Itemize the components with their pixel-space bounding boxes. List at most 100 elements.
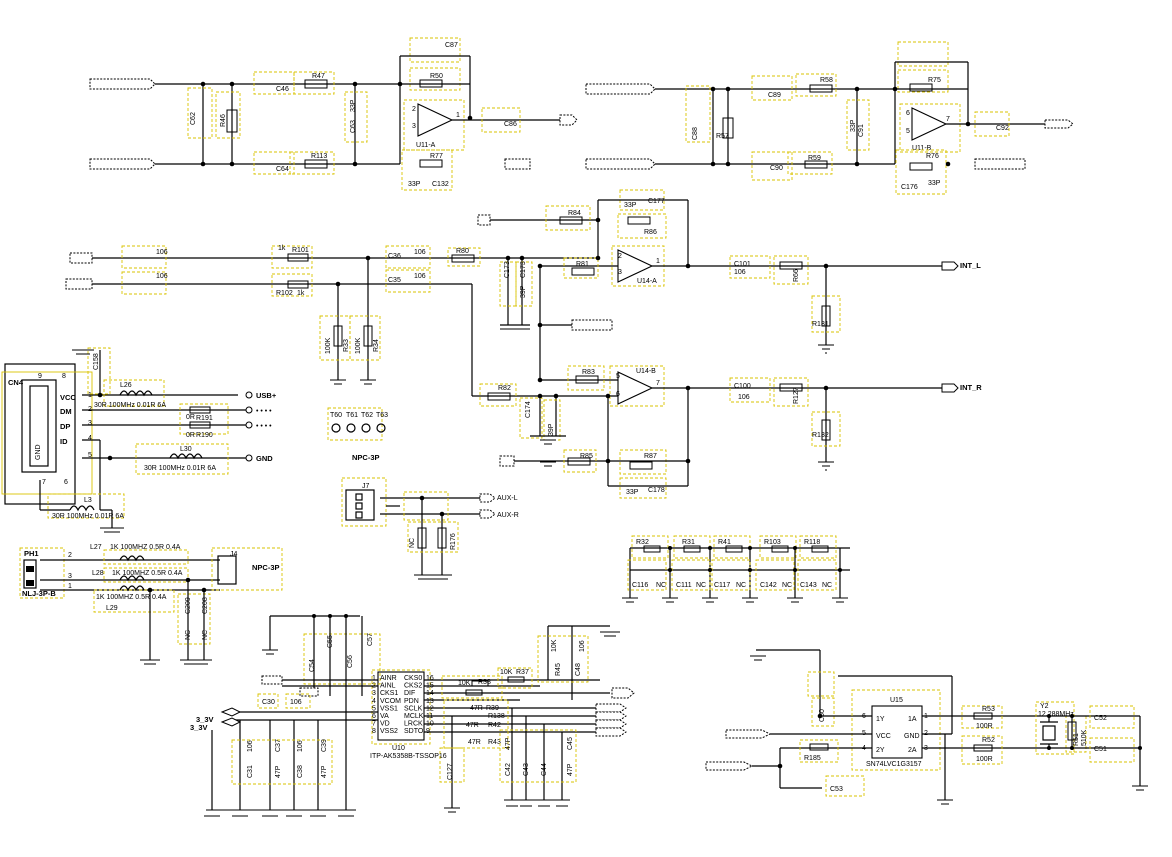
- c111-label: C111: [676, 582, 692, 589]
- svg-text:47P: 47P: [505, 737, 512, 750]
- svg-text:106: 106: [414, 273, 426, 280]
- u11b-ref-net[interactable]: [974, 158, 1026, 170]
- l30-label: L30: [180, 446, 192, 453]
- svg-text:C173: C173: [520, 261, 527, 278]
- c43-label: C43: [523, 763, 530, 776]
- rcv-l-ref-net[interactable]: [477, 214, 491, 226]
- tp61[interactable]: [346, 423, 356, 433]
- c208-label: C208: [202, 597, 209, 614]
- svg-text:106: 106: [738, 394, 750, 401]
- svg-text:GND: GND: [904, 733, 920, 740]
- ain-net-2[interactable]: [299, 687, 319, 697]
- u11b-label: U11-B: [912, 145, 932, 152]
- c174-label: C174: [525, 401, 532, 418]
- c91-label: C91: [858, 124, 865, 137]
- tp60[interactable]: [331, 423, 341, 433]
- sclk-net[interactable]: [595, 703, 627, 713]
- svg-text:6: 6: [862, 713, 866, 720]
- r77-label: R77: [430, 153, 443, 160]
- c178-value: 33P: [626, 489, 639, 496]
- c117-label: C117: [714, 582, 730, 589]
- svg-text:10K: 10K: [500, 669, 513, 676]
- u10-pin-number: 3: [372, 690, 376, 697]
- usb-plus-label: USB+: [256, 391, 277, 400]
- u14a-output-net[interactable]: [941, 261, 959, 271]
- u11a-filter-block: C62 R46 C46 R47 C64 R113 33P C63 C87 R50…: [89, 37, 578, 191]
- u11a-ref-net[interactable]: [504, 158, 531, 170]
- vref-net[interactable]: [571, 319, 613, 331]
- u10-pin-cks0: CKS0: [404, 675, 422, 682]
- c35-label: C35: [388, 277, 401, 284]
- u15-chip: [871, 705, 923, 759]
- cn4-usb-connector: CN4 9 8 1 2 3 4 5 7 6 VCC DM DP ID GND C…: [1, 347, 277, 533]
- svg-text:10K: 10K: [551, 639, 558, 652]
- c116-label: C116: [632, 582, 648, 589]
- r57-label: R57: [716, 133, 729, 140]
- r59-label: R59: [808, 155, 821, 162]
- u14b-opamp: [617, 371, 654, 405]
- lrck-net[interactable]: [595, 719, 627, 729]
- u10-pin-number: 12: [426, 705, 434, 712]
- svg-text:47R: 47R: [466, 722, 479, 729]
- r45-label: R45: [555, 663, 562, 676]
- tp63[interactable]: [376, 423, 386, 433]
- in-net-left-2[interactable]: [65, 278, 93, 290]
- vdd-net[interactable]: [725, 729, 772, 739]
- sel-net[interactable]: [705, 761, 754, 771]
- u14a-label: U14-A: [637, 278, 657, 285]
- c44-label: C44: [541, 763, 548, 776]
- u11b-output-net[interactable]: [1044, 119, 1074, 129]
- svg-text:5: 5: [906, 128, 910, 135]
- input-net-label-2[interactable]: [89, 158, 156, 170]
- net-3v-1[interactable]: [220, 707, 242, 717]
- r52-label: R52: [982, 737, 995, 744]
- c55-label: C55: [327, 635, 334, 648]
- c36-label: C36: [388, 253, 401, 260]
- u10-pin-number: 6: [372, 713, 376, 720]
- svg-text:NC: NC: [185, 630, 192, 640]
- svg-text:2: 2: [68, 552, 72, 559]
- u10-pin-dif: DIF: [404, 690, 415, 697]
- net-out-l[interactable]: INT_L: [960, 261, 981, 270]
- r31-label: R31: [682, 539, 695, 546]
- pdn-net[interactable]: [611, 687, 635, 699]
- in-net-left-1[interactable]: [69, 252, 93, 264]
- ph1-jack: [23, 559, 37, 589]
- aux-r-net[interactable]: [479, 509, 496, 519]
- l28-label: L28: [92, 570, 104, 577]
- l27-value: 1K 100MHZ 0.5R 0.4A: [110, 544, 181, 551]
- dp-terminal[interactable]: [245, 421, 253, 429]
- y2-value: 12.288MHz: [1038, 711, 1074, 718]
- ain-net-1[interactable]: [261, 675, 283, 685]
- usb-plus-terminal[interactable]: [245, 391, 253, 399]
- u14b-output-net[interactable]: [941, 383, 959, 393]
- svg-text:5: 5: [616, 373, 620, 380]
- r33-label: R33: [343, 339, 350, 352]
- tp62[interactable]: [361, 423, 371, 433]
- u10-pin-ainr: AINR: [380, 675, 397, 682]
- rcv-r-ref-net[interactable]: [499, 455, 515, 467]
- net-3v-2[interactable]: [220, 717, 242, 727]
- u11a-output-net[interactable]: [559, 114, 578, 126]
- r190-label: R190: [196, 432, 213, 439]
- c142-label: C142: [760, 582, 777, 589]
- c177-value: 33P: [624, 202, 637, 209]
- npc3p-2-label: NPC-3P: [252, 563, 280, 572]
- aux-l-net[interactable]: [479, 493, 496, 503]
- u10-pin-number: 8: [372, 728, 376, 735]
- gnd-terminal[interactable]: [245, 454, 253, 462]
- svg-text:2: 2: [618, 253, 622, 260]
- svg-text:47P: 47P: [275, 765, 282, 778]
- input-net-label-4[interactable]: [585, 158, 656, 170]
- u10-chip: [377, 671, 425, 741]
- net-out-r[interactable]: INT_R: [960, 383, 982, 392]
- input-net-label-1[interactable]: [89, 78, 156, 90]
- sdto-net[interactable]: [595, 727, 627, 737]
- r131-label: R131: [812, 321, 829, 328]
- c63-label: C63: [350, 120, 357, 133]
- u10-pin-cks1: CKS1: [380, 690, 398, 697]
- dm-terminal[interactable]: [245, 406, 253, 414]
- input-net-label-3[interactable]: [585, 83, 656, 95]
- c176-label: C176: [901, 184, 918, 191]
- mclk-net[interactable]: [595, 711, 627, 721]
